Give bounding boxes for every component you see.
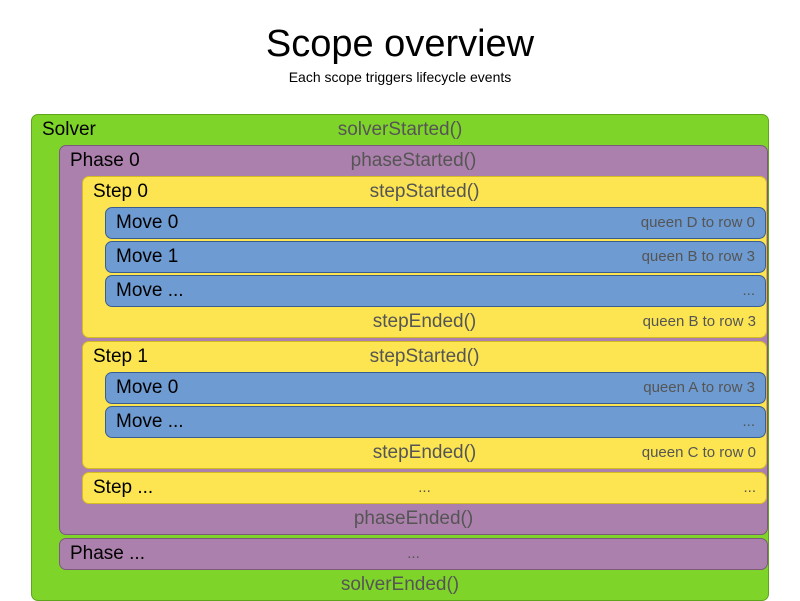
move-detail: ... bbox=[742, 413, 755, 430]
page-header: Scope overview Each scope triggers lifec… bbox=[0, 0, 800, 86]
move-row: Move 0 queen D to row 0 bbox=[106, 208, 765, 238]
move-row: Move ... ... bbox=[106, 276, 765, 306]
step-0-move-0[interactable]: Move 0 queen D to row 0 bbox=[105, 207, 766, 239]
step-0-scope[interactable]: Step 0 stepStarted() Move 0 queen D to r… bbox=[82, 176, 767, 338]
phase-ellipsis-label: Phase ... bbox=[70, 543, 145, 564]
step-0-ended-detail: queen B to row 3 bbox=[642, 313, 756, 330]
step-1-move-0[interactable]: Move 0 queen A to row 3 bbox=[105, 372, 766, 404]
solver-ended-event: solverEnded() bbox=[340, 574, 460, 595]
page-subtitle: Each scope triggers lifecycle events bbox=[288, 69, 512, 85]
step-ellipsis-detail: ... bbox=[743, 479, 756, 496]
solver-started-event: solverStarted() bbox=[337, 119, 463, 140]
move-row: Move 0 queen A to row 3 bbox=[106, 373, 765, 403]
move-detail: ... bbox=[742, 282, 755, 299]
phase-0-ended-event: phaseEnded() bbox=[353, 508, 474, 529]
step-0-children: Move 0 queen D to row 0 Move 1 queen B t… bbox=[105, 207, 766, 307]
step-0-label: Step 0 bbox=[93, 181, 148, 202]
step-ellipsis-event: ... bbox=[418, 479, 431, 496]
step-1-started-event: stepStarted() bbox=[369, 346, 480, 367]
solver-scope[interactable]: Solver solverStarted() Phase 0 phaseStar… bbox=[31, 114, 769, 601]
phase-ellipsis-event: ... bbox=[407, 545, 420, 562]
phase-0-started-event: phaseStarted() bbox=[350, 150, 477, 171]
solver-footer-row: solverEnded() bbox=[32, 570, 768, 600]
move-label: Move 1 bbox=[116, 246, 179, 267]
page-title: Scope overview bbox=[265, 23, 535, 65]
step-1-children: Move 0 queen A to row 3 Move ... ... bbox=[105, 372, 766, 438]
move-label: Move ... bbox=[116, 280, 184, 301]
step-ellipsis-row: Step ... ... ... bbox=[83, 473, 766, 503]
step-0-started-event: stepStarted() bbox=[369, 181, 480, 202]
step-ellipsis-label: Step ... bbox=[93, 477, 154, 498]
move-row: Move 1 queen B to row 3 bbox=[106, 242, 765, 272]
scope-diagram: Solver solverStarted() Phase 0 phaseStar… bbox=[31, 114, 769, 601]
phase-0-label: Phase 0 bbox=[70, 150, 140, 171]
step-0-move-ellipsis[interactable]: Move ... ... bbox=[105, 275, 766, 307]
phase-0-scope[interactable]: Phase 0 phaseStarted() Step 0 stepStarte… bbox=[59, 145, 768, 535]
step-0-header-row: Step 0 stepStarted() bbox=[83, 177, 766, 207]
move-label: Move 0 bbox=[116, 377, 179, 398]
phase-0-header-row: Phase 0 phaseStarted() bbox=[60, 146, 767, 176]
move-detail: queen A to row 3 bbox=[643, 379, 755, 396]
solver-header-row: Solver solverStarted() bbox=[32, 115, 768, 145]
move-label: Move 0 bbox=[116, 212, 179, 233]
phase-ellipsis-scope[interactable]: Phase ... ... bbox=[59, 538, 768, 570]
step-0-footer-row: stepEnded() queen B to row 3 bbox=[83, 307, 766, 337]
phase-ellipsis-row: Phase ... ... bbox=[60, 539, 767, 569]
move-label: Move ... bbox=[116, 411, 184, 432]
step-ellipsis-scope[interactable]: Step ... ... ... bbox=[82, 472, 767, 504]
step-1-scope[interactable]: Step 1 stepStarted() Move 0 queen A to r… bbox=[82, 341, 767, 469]
step-0-move-1[interactable]: Move 1 queen B to row 3 bbox=[105, 241, 766, 273]
solver-children: Phase 0 phaseStarted() Step 0 stepStarte… bbox=[59, 145, 768, 570]
step-1-footer-row: stepEnded() queen C to row 0 bbox=[83, 438, 766, 468]
step-1-label: Step 1 bbox=[93, 346, 148, 367]
move-row: Move ... ... bbox=[106, 407, 765, 437]
move-detail: queen B to row 3 bbox=[641, 248, 755, 265]
step-1-ended-detail: queen C to row 0 bbox=[641, 444, 756, 461]
phase-0-footer-row: phaseEnded() bbox=[60, 504, 767, 534]
step-1-header-row: Step 1 stepStarted() bbox=[83, 342, 766, 372]
solver-label: Solver bbox=[42, 119, 96, 140]
step-1-move-ellipsis[interactable]: Move ... ... bbox=[105, 406, 766, 438]
move-detail: queen D to row 0 bbox=[640, 214, 755, 231]
phase-0-children: Step 0 stepStarted() Move 0 queen D to r… bbox=[82, 176, 767, 504]
